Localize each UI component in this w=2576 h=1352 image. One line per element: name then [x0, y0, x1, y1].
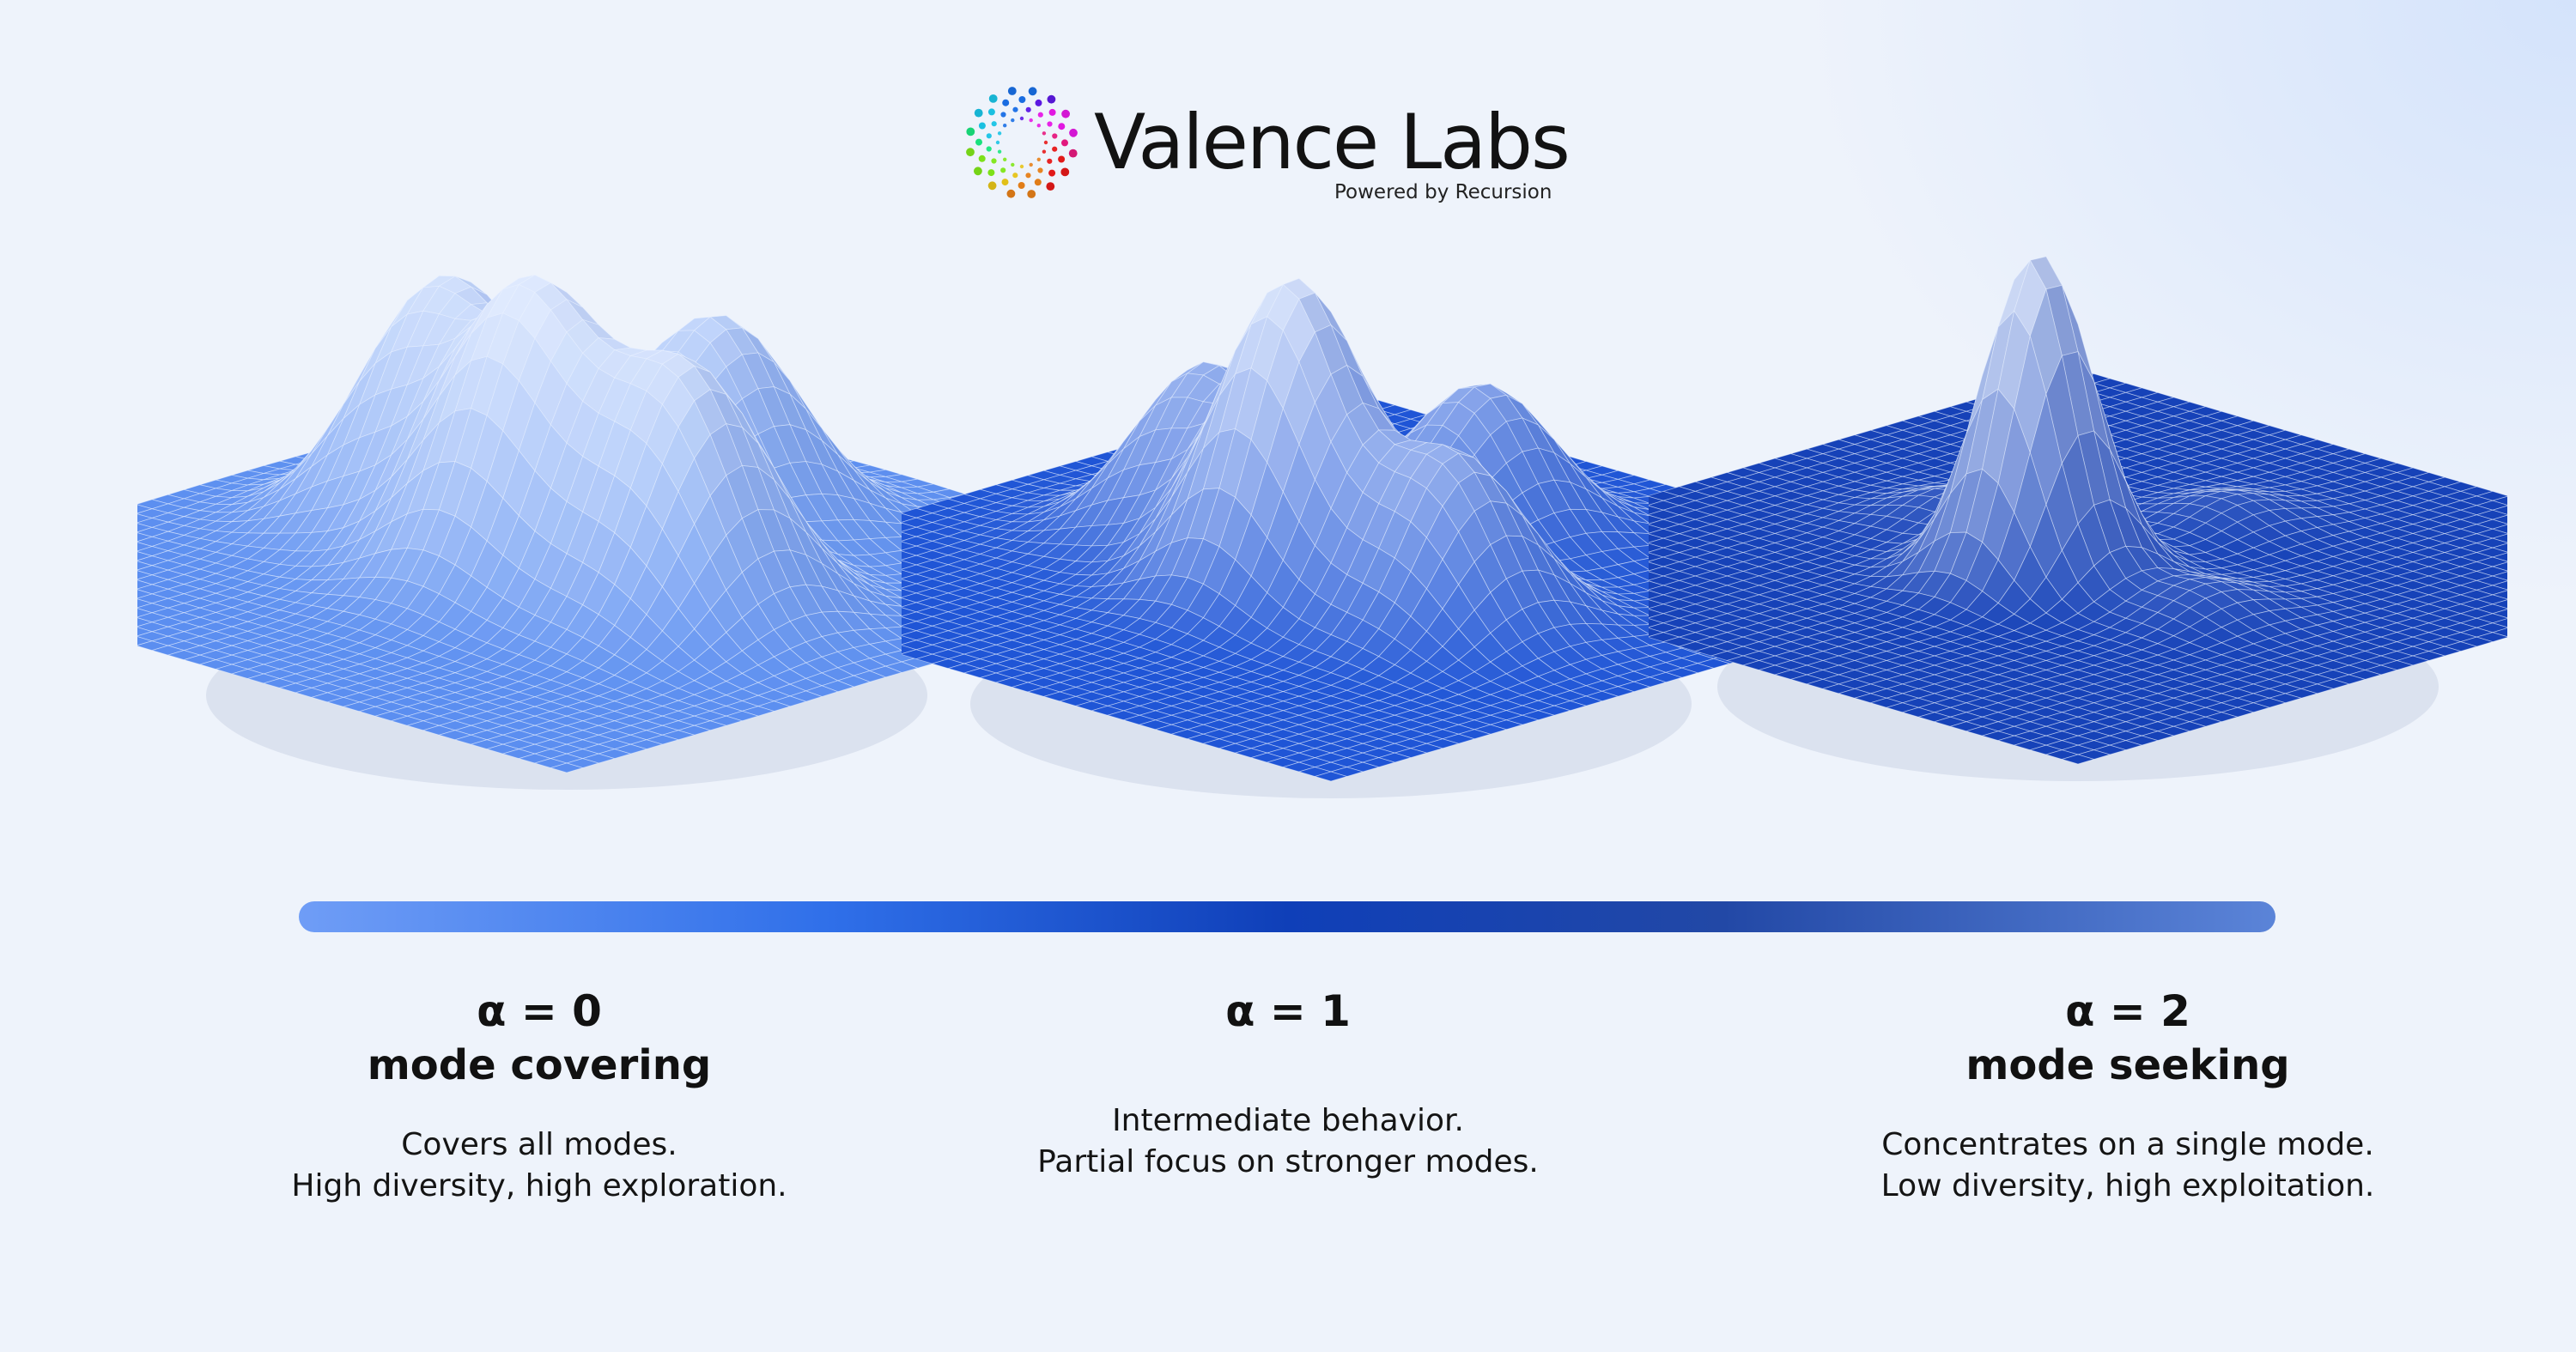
description-line: High diversity, high exploration.	[291, 1168, 787, 1203]
surface-mesh	[902, 277, 1760, 798]
stage-alpha-2: α = 2 mode seeking Concentrates on a sin…	[1741, 984, 2514, 1207]
mode-label: mode covering	[367, 1041, 712, 1089]
valence-labs-logo: Valence Labs Powered by Recursion	[962, 82, 1571, 211]
description-line: Low diversity, high exploitation.	[1880, 1168, 2375, 1203]
brand-name: Valence Labs	[1094, 98, 1571, 186]
surface-plot-alpha-1	[902, 197, 1760, 884]
alpha-label: α = 2	[2065, 986, 2190, 1036]
surface-plot-alpha-2	[1649, 180, 2507, 867]
brand-tagline: Powered by Recursion	[1334, 181, 1552, 203]
alpha-scale-bar	[299, 901, 2275, 932]
description-line: Partial focus on stronger modes.	[1037, 1144, 1539, 1179]
surface-quads	[1649, 256, 2507, 765]
alpha-label: α = 0	[477, 986, 602, 1036]
logo-dots-icon	[966, 87, 1078, 198]
stage-alpha-1: α = 1 Intermediate behavior. Partial foc…	[902, 984, 1674, 1183]
surface-mesh	[1649, 256, 2507, 781]
description-line: Covers all modes.	[401, 1127, 677, 1162]
surface-mesh	[137, 274, 996, 790]
surface-plot-alpha-0	[137, 189, 996, 876]
alpha-label: α = 1	[1225, 986, 1351, 1036]
description-line: Intermediate behavior.	[1112, 1103, 1464, 1138]
stage-alpha-0: α = 0 mode covering Covers all modes. Hi…	[153, 984, 926, 1207]
mode-label: mode seeking	[1965, 1041, 2290, 1089]
description-line: Concentrates on a single mode.	[1881, 1127, 2374, 1162]
